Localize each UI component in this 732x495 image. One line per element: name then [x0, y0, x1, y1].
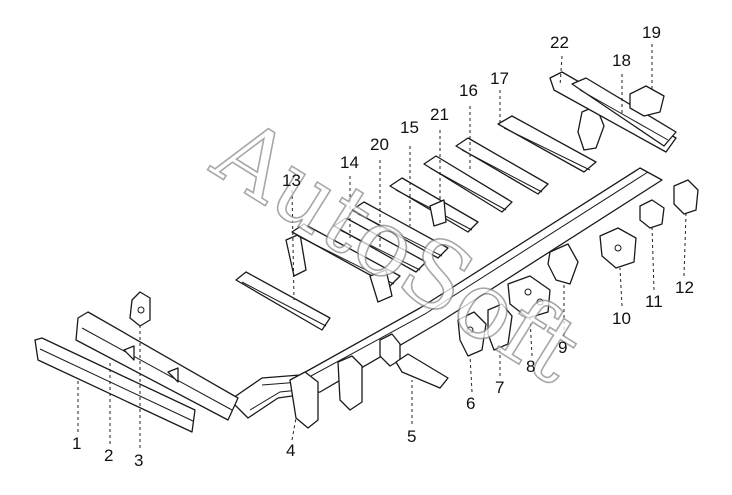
- part-19-clip: [629, 85, 665, 117]
- callout-5: 5: [407, 427, 416, 446]
- part-17-crossmember: [455, 137, 549, 195]
- callout-7: 7: [495, 378, 504, 397]
- callout-19: 19: [642, 23, 661, 42]
- part-21-crossmember: [389, 177, 479, 233]
- callout-22: 22: [550, 33, 569, 52]
- part-5-plate-bracket: [395, 353, 449, 389]
- callout-14: 14: [340, 153, 359, 172]
- part-14-crossmember: [291, 223, 401, 303]
- part-9-bracket: [547, 243, 579, 285]
- part-4-front-mount: [289, 333, 401, 429]
- part-10-bracket: [599, 227, 637, 269]
- part-16-crossmember: [423, 155, 513, 213]
- callout-16: 16: [459, 81, 478, 100]
- part-11-block: [639, 199, 665, 229]
- callout-4: 4: [286, 441, 295, 460]
- callout-3: 3: [134, 451, 143, 470]
- part-6-bracket: [457, 311, 487, 357]
- callout-15: 15: [400, 118, 419, 137]
- callout-20: 20: [370, 135, 389, 154]
- part-3-bracket: [129, 291, 151, 327]
- part-12-end-bracket: [673, 179, 699, 215]
- part-8-bracket: [507, 275, 551, 319]
- part-18-rear-plate: [571, 77, 677, 147]
- main-frame-rail: [229, 167, 663, 419]
- part-15-crossmember: [351, 201, 449, 259]
- part-7-bracket: [487, 303, 513, 351]
- callout-1: 1: [72, 434, 81, 453]
- callout-8: 8: [526, 357, 535, 376]
- part-13-crossmember: [235, 233, 331, 331]
- callout-9: 9: [558, 338, 567, 357]
- callout-labels: 1 2 3 4 5 6 7 8 9 10 11 12 13 14 15 16 1…: [72, 23, 694, 470]
- callout-18: 18: [612, 51, 631, 70]
- callout-12: 12: [675, 278, 694, 297]
- callout-21: 21: [430, 105, 449, 124]
- callout-2: 2: [104, 446, 113, 465]
- callout-10: 10: [612, 309, 631, 328]
- callout-6: 6: [466, 394, 475, 413]
- callout-13: 13: [282, 171, 301, 190]
- leader-lines: [77, 44, 687, 448]
- callout-17: 17: [490, 69, 509, 88]
- part-2-bumper-reinforcement: [75, 311, 239, 421]
- part-1-front-beam: [34, 337, 196, 433]
- callout-11: 11: [645, 292, 663, 311]
